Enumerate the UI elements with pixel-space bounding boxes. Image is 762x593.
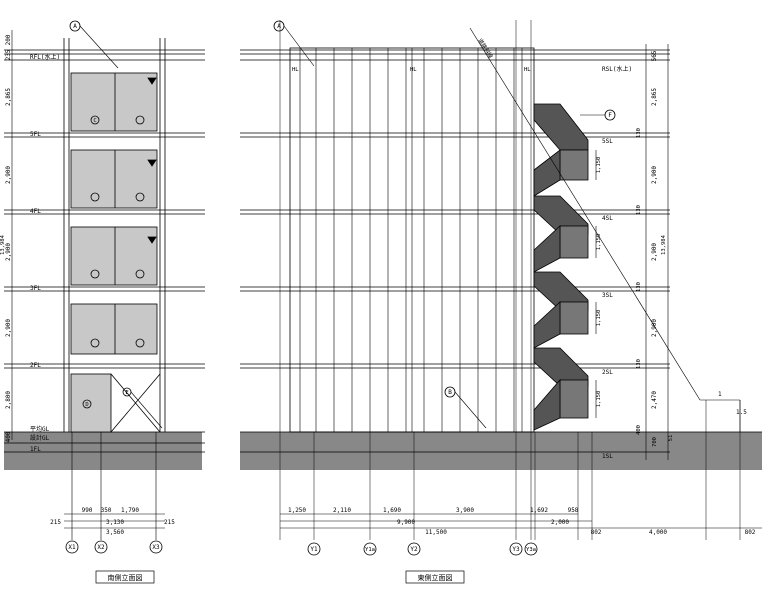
south-callout-d: D: [85, 402, 88, 408]
east-level-2sl: 2SL: [602, 369, 613, 376]
east-dim-4f: 2,900: [651, 166, 658, 184]
east-level-4sl: 4SL: [602, 215, 613, 222]
south-dim-400: 400: [5, 431, 12, 442]
east-dim-565: 565: [651, 50, 658, 61]
east-level-1sl: 1SL: [602, 453, 613, 460]
east-total-2000: 2,000: [551, 519, 569, 526]
south-bdim-990: 990: [82, 507, 93, 514]
grid-y3a: Y3a: [526, 547, 536, 553]
south-level-avg-gl: 平均GL: [30, 425, 50, 433]
east-dim-130-c: 130: [636, 282, 642, 292]
east-ground-band: [240, 432, 762, 470]
east-dim-130-a: 130: [636, 128, 642, 138]
east-setback-802-left: 802: [591, 529, 602, 536]
east-callout-b: B: [448, 389, 452, 396]
grid-y1: Y1: [310, 546, 318, 553]
east-level-3sl: 3SL: [602, 292, 613, 299]
grid-x2: X2: [97, 544, 105, 551]
south-dim-total: 13,984: [0, 234, 6, 255]
grid-y3: Y3: [512, 546, 520, 553]
east-setback-4000: 4,000: [649, 529, 667, 536]
south-callout-a: A: [73, 23, 77, 30]
east-setback-802-right: 802: [745, 529, 756, 536]
east-bdim-1690: 1,690: [383, 507, 401, 514]
south-total-3560: 3,560: [106, 529, 124, 536]
east-bdim-1250: 1,250: [288, 507, 306, 514]
east-slope-1: 1: [718, 391, 722, 398]
east-level-5sl: 5SL: [602, 138, 613, 145]
east-dim-700: 700: [652, 437, 658, 447]
south-level-design-gl: 設計GL: [30, 434, 50, 442]
east-elevation: [240, 20, 762, 584]
south-bdim-350: 350: [101, 507, 112, 514]
south-callout-c: C: [93, 118, 96, 124]
east-hl-3: HL: [524, 67, 531, 73]
south-dim-2f: 2,900: [5, 319, 12, 337]
east-panel-lines: [299, 48, 523, 432]
grid-y2: Y2: [410, 546, 418, 553]
east-dim-51: 51: [668, 435, 674, 442]
east-elevation-title: 東側立面図: [418, 573, 453, 582]
east-bdim-1692: 1,692: [530, 507, 548, 514]
east-level-rsl: RSL(水上): [602, 65, 632, 73]
south-dim-3f: 2,900: [5, 243, 12, 261]
east-stair-dim-2: 1,150: [596, 234, 602, 251]
east-dim-total: 13,984: [661, 234, 667, 255]
east-dim-130-d: 130: [636, 359, 642, 369]
east-dim-3f: 2,900: [651, 243, 658, 261]
grid-x3: X3: [152, 544, 160, 551]
east-hl-2: HL: [410, 67, 417, 73]
east-texts: RSL(水上) 5SL 4SL 3SL 2SL 1SL 565 2,865 13…: [277, 23, 756, 582]
south-level-3fl: 3FL: [30, 285, 41, 292]
east-bdim-3900: 3,900: [456, 507, 474, 514]
south-dim-4f: 2,900: [5, 166, 12, 184]
south-total-3130: 3,130: [106, 519, 124, 526]
south-dim-200: 200: [5, 34, 12, 45]
south-level-4fl: 4FL: [30, 208, 41, 215]
south-bdim-215-right: 215: [164, 519, 175, 526]
south-elevation-title: 南側立面図: [108, 573, 143, 582]
south-dim-5f: 2,865: [5, 88, 12, 106]
east-dim-2f: 2,900: [651, 319, 658, 337]
east-dim-400: 400: [636, 425, 642, 435]
east-dim-5f: 2,865: [651, 88, 658, 106]
south-level-5fl: 5FL: [30, 131, 41, 138]
south-elevation: [4, 20, 205, 584]
east-road-setback-label: 道路斜線: [476, 37, 495, 60]
south-level-2fl: 2FL: [30, 362, 41, 369]
south-texts: RFL(水上) 5FL 4FL 3FL 2FL 平均GL 設計GL 1FL 20…: [0, 23, 175, 582]
grid-y1a: Y1a: [365, 547, 375, 553]
east-stair-dim-4: 1,150: [596, 391, 602, 408]
south-bdim-1790: 1,790: [121, 507, 139, 514]
east-hl-1: HL: [292, 67, 299, 73]
south-bdim-215-left: 215: [50, 519, 61, 526]
south-level-rfl: RFL(水上): [30, 53, 60, 61]
road-setback-line: [469, 27, 701, 401]
east-bdim-958: 958: [568, 507, 579, 514]
east-bdim-2110: 2,110: [333, 507, 351, 514]
east-slope-1-5: 1.5: [736, 409, 747, 416]
east-external-stair: [533, 103, 589, 431]
east-callout-a: A: [277, 23, 281, 30]
east-total-11500: 11,500: [425, 529, 447, 536]
south-ground-band: [4, 432, 202, 470]
east-total-9900: 9,900: [397, 519, 415, 526]
east-callout-f: F: [608, 112, 612, 119]
grid-x1: X1: [68, 544, 76, 551]
south-dim-1f: 2,800: [5, 391, 12, 409]
south-level-1fl: 1FL: [30, 446, 41, 453]
east-stair-dim-3: 1,150: [596, 310, 602, 327]
south-callout-e: E: [125, 390, 128, 396]
south-dim-235: 235: [5, 49, 12, 60]
east-stair-dim-1: 1,150: [596, 157, 602, 174]
east-dim-130-b: 130: [636, 205, 642, 215]
east-dim-1f: 2,470: [651, 391, 658, 409]
